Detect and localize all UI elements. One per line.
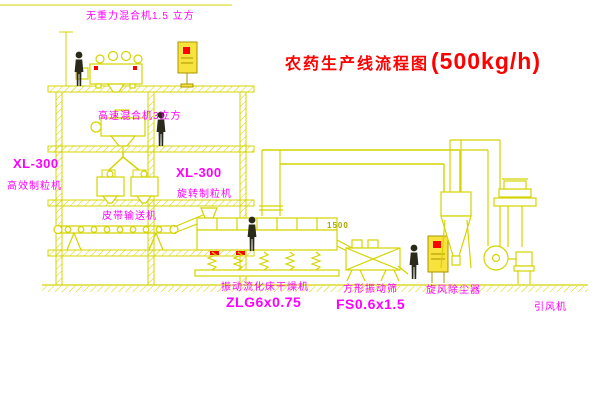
- worker-figure: [409, 244, 419, 279]
- control-cabinet-top: [177, 41, 198, 88]
- label-gravity-mixer: 无重力混合机1.5 立方: [86, 11, 195, 22]
- square-sieve: [345, 239, 409, 282]
- label-xl300-left: XL-300: [13, 156, 59, 171]
- indicator-dot: [94, 66, 98, 70]
- label-sieve-name: 方形振动筛: [343, 284, 398, 295]
- label-high-speed-mixer: 高速混合机3立方: [98, 111, 182, 122]
- diagram-title-text: 农药生产线流程图: [285, 56, 430, 73]
- label-dryer-model: ZLG6x0.75: [226, 294, 302, 310]
- vibration-motor-mark: [236, 251, 245, 255]
- label-granulator-mid: 旋转制粒机: [177, 189, 232, 200]
- control-cabinet-right: [427, 235, 449, 283]
- indicator-dot: [133, 66, 137, 70]
- label-dryer-name: 振动流化床干燥机: [221, 282, 309, 293]
- fluid-bed-dryer: [194, 150, 353, 277]
- label-xl300-mid: XL-300: [176, 165, 222, 180]
- vibration-motor-mark: [210, 251, 219, 255]
- cyclone-separator: [440, 139, 501, 269]
- label-dimension-1500: 1500: [327, 221, 349, 230]
- high-speed-mixer: [90, 109, 146, 152]
- diagram-title: 农药生产线流程图 (500kg/h): [285, 48, 541, 75]
- belt-conveyor: [53, 214, 206, 251]
- label-sieve-model: FS0.6x1.5: [336, 296, 406, 312]
- label-fan: 引风机: [534, 302, 567, 313]
- indicator-dot: [433, 241, 441, 248]
- gravity-mixer: [75, 50, 143, 93]
- label-cyclone: 旋风除尘器: [426, 285, 481, 296]
- worker-figure: [74, 51, 84, 86]
- exhaust-stack: [493, 178, 537, 247]
- induced-draft-fan: [483, 245, 535, 284]
- rotary-granulator: [96, 170, 159, 204]
- label-granulator-left: 高效制粒机: [7, 181, 62, 192]
- label-belt-conveyor: 皮带输送机: [102, 211, 157, 222]
- diagram-title-capacity: (500kg/h): [431, 48, 541, 74]
- ground-line: [42, 284, 588, 292]
- main-duct: [262, 149, 461, 192]
- indicator-dot: [183, 47, 190, 54]
